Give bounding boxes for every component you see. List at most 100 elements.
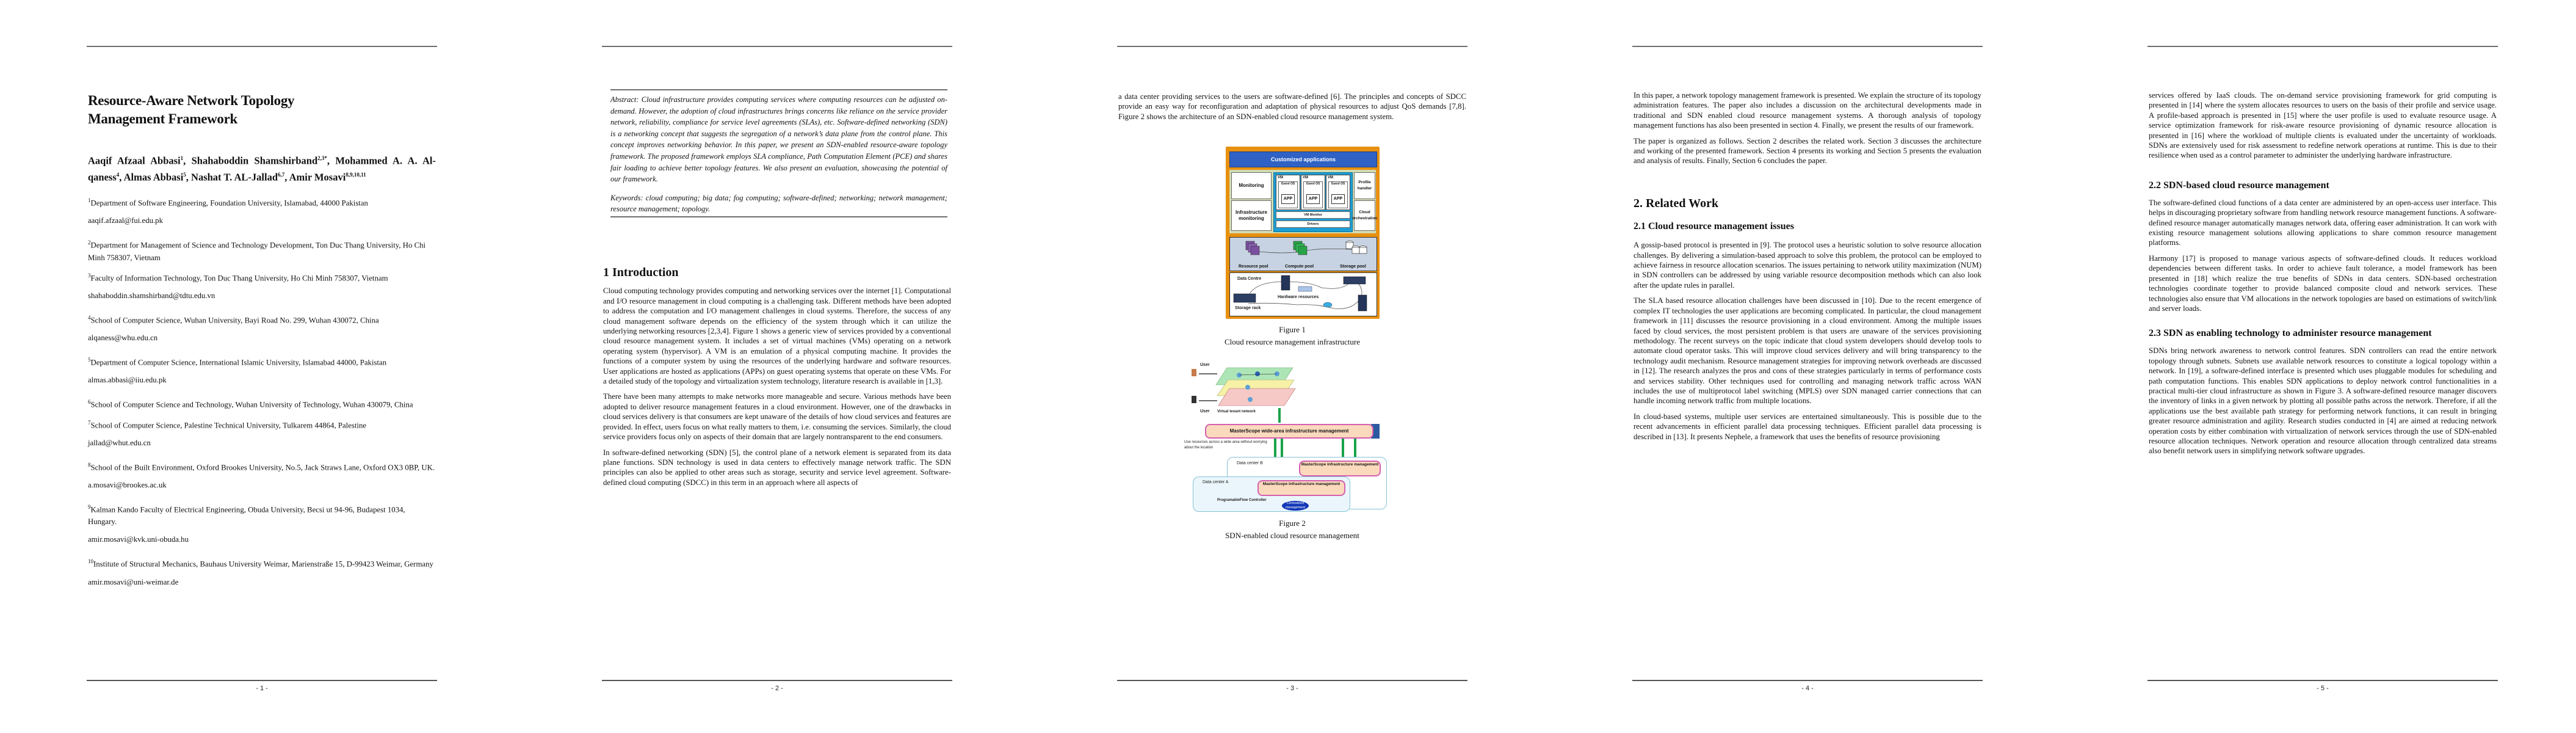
- hardware-resources-label: Hardware resources: [1278, 295, 1319, 299]
- author-name: Nashat T. AL-Jallad: [191, 171, 278, 183]
- laptop-icon: [1298, 286, 1312, 292]
- author-name: Almas Abbasi: [123, 171, 184, 183]
- paragraph: A gossip-based protocol is presented in …: [1634, 241, 1981, 290]
- affiliation: 9Kalman Kando Faculty of Electrical Engi…: [88, 504, 405, 527]
- infra-management-box-a: MasterScope infrastructure management: [1257, 480, 1345, 496]
- network-node-icon: [1248, 397, 1253, 402]
- paragraph: There have been many attempts to make ne…: [603, 392, 951, 442]
- programmable-flow-controller-label: ProgramableFlow Controller: [1217, 498, 1267, 502]
- affiliation-marker: 5: [88, 357, 91, 363]
- author-email[interactable]: alqaness@whu.edu.cn: [88, 334, 158, 343]
- page-number: - 1 -: [256, 685, 268, 692]
- router-icon: [1323, 302, 1333, 308]
- page-number: - 3 -: [1286, 685, 1298, 692]
- affiliation-marker: 2: [88, 239, 91, 246]
- guest-os-box: Guest OS APP: [1278, 181, 1298, 208]
- page-number: - 4 -: [1801, 685, 1814, 692]
- vm-label: VM: [1328, 176, 1333, 180]
- affiliation: 10Institute of Structural Mechanics, Bau…: [88, 558, 433, 569]
- author-email[interactable]: aaqif.afzaal@fui.edu.pk: [88, 216, 163, 225]
- app-box: APP: [1331, 194, 1345, 204]
- author-name: Shahaboddin Shamshirband: [191, 155, 318, 167]
- app-box: APP: [1281, 194, 1295, 204]
- arrow-up-icon: [1278, 408, 1281, 423]
- infrastructure-monitoring-box: Infrastructure monitoring: [1231, 200, 1272, 231]
- page-5: services offered by IaaS clouds. The on-…: [2061, 0, 2576, 733]
- figure-2-caption: Figure 2 SDN-enabled cloud resource mana…: [1118, 517, 1466, 542]
- figure-1-caption: Figure 1 Cloud resource management infra…: [1118, 324, 1466, 348]
- affiliation-marker: 3: [88, 272, 91, 279]
- figure-1-diagram: Customized applications Monitoring Infra…: [1226, 147, 1380, 319]
- affiliation-block: 5Department of Computer Science, Interna…: [88, 354, 436, 386]
- author-email[interactable]: amir.mosavi@uni-weimar.de: [88, 577, 179, 586]
- keywords-text: Keywords: cloud computing; big data; fog…: [610, 193, 947, 214]
- paragraph: SDNs bring network awareness to network …: [2149, 346, 2497, 456]
- arrow-down-icon: [1281, 439, 1283, 473]
- abstract-bottom-rule: [610, 216, 947, 217]
- page-1-content: Resource-Aware Network Topology Manageme…: [88, 92, 436, 598]
- guest-os-box: Guest OS APP: [1328, 181, 1348, 208]
- affiliation-marker: 10: [88, 558, 93, 565]
- title-line-2: Management Framework: [88, 111, 238, 126]
- guest-os-label: Guest OS: [1331, 182, 1345, 186]
- affiliation: 4School of Computer Science, Wuhan Unive…: [88, 314, 379, 325]
- storage-rack-label: Storage rack: [1235, 306, 1261, 310]
- wide-area-note: Use resources across a wide area without…: [1184, 440, 1267, 450]
- author-affiliation-marker: 6,7: [278, 171, 285, 178]
- page-1: Resource-Aware Network Topology Manageme…: [0, 0, 515, 733]
- figure-1-caption-text: Cloud resource management infrastructure: [1225, 337, 1360, 346]
- footer-rule: [87, 680, 437, 681]
- user-icon: [1192, 396, 1196, 403]
- author-email[interactable]: almas.abbasi@iiu.edu.pk: [88, 376, 167, 385]
- title-line-1: Resource-Aware Network Topology: [88, 93, 295, 108]
- customized-applications-bar: Customized applications: [1229, 151, 1377, 167]
- hardware-connections: [1233, 275, 1367, 312]
- subsection-heading-2-3: 2.3 SDN as enabling technology to admini…: [2149, 328, 2432, 339]
- affiliation-marker: 7: [88, 419, 91, 426]
- data-centre-label: Data Centre: [1237, 277, 1262, 281]
- paragraph: In software-defined networking (SDN) [5]…: [603, 448, 951, 487]
- vm-box: VM Guest OS APP: [1326, 175, 1350, 210]
- header-rule: [1632, 46, 1983, 47]
- guest-os-label: Guest OS: [1281, 182, 1295, 186]
- figure-2-number: Figure 2: [1279, 519, 1306, 528]
- vm-monitor-strip: VM Monitor: [1276, 211, 1350, 219]
- author-email[interactable]: jallad@whut.edu.cn: [88, 438, 151, 447]
- arrow-down-icon: [1354, 439, 1356, 461]
- affiliation: 7School of Computer Science, Palestine T…: [88, 419, 367, 429]
- affiliation-block: 10Institute of Structural Mechanics, Bau…: [88, 555, 436, 588]
- figure-2-graphics: [1192, 367, 1380, 473]
- footer-rule: [1117, 680, 1467, 681]
- rack-server-icon: [1343, 276, 1366, 285]
- user-label-top: User: [1200, 363, 1210, 367]
- vm-area: VM Guest OS APP VM Guest OS APP VM Guest…: [1273, 172, 1353, 232]
- cloud-orchestration-box: Cloud orchestration: [1352, 200, 1377, 231]
- author-email[interactable]: amir.mosavi@kvk.uni-obuda.hu: [88, 535, 189, 544]
- storage-rack-icon: [1233, 293, 1256, 303]
- data-center-a-label: Data center A: [1203, 480, 1229, 484]
- page-number: - 2 -: [771, 685, 783, 692]
- compute-pool-label: Compute pool: [1285, 264, 1314, 269]
- affiliation-list: 1Department of Software Engineering, Fou…: [88, 194, 436, 588]
- storage-pool-label: Storage pool: [1340, 264, 1366, 269]
- affiliation-block: 2Department for Management of Science an…: [88, 236, 436, 302]
- author-email[interactable]: a.mosavi@brookes.ac.uk: [88, 481, 167, 490]
- author-email[interactable]: shahaboddin.shamshirband@tdtu.edu.vn: [88, 291, 215, 300]
- author-list: Aaqif Afzaal Abbasi1, Shahaboddin Shamsh…: [88, 155, 436, 183]
- centralized-management-oval: Centralized management: [1282, 501, 1309, 511]
- monitoring-box: Monitoring: [1231, 172, 1272, 199]
- figure-1-number: Figure 1: [1279, 325, 1306, 334]
- hardware-layer: Data Centre Hardware resources Storage r…: [1229, 272, 1377, 316]
- paragraph: The paper is organized as follows. Secti…: [1634, 136, 1981, 166]
- page-2: Abstract: Cloud infrastructure provides …: [515, 0, 1030, 733]
- footer-rule: [2147, 680, 2498, 681]
- affiliation-marker: 1: [88, 197, 91, 203]
- abstract-block: Abstract: Cloud infrastructure provides …: [610, 89, 947, 217]
- network-node-icon: [1255, 371, 1260, 376]
- data-center-b-label: Data center B: [1237, 461, 1263, 465]
- author-affiliation-marker: 4: [116, 171, 120, 178]
- user-label-bottom: User: [1200, 409, 1210, 414]
- header-rule: [1117, 46, 1467, 47]
- arrow-up-icon: [1342, 439, 1344, 461]
- resource-pools-layer: Resource pool Compute pool Storage pool: [1229, 237, 1377, 271]
